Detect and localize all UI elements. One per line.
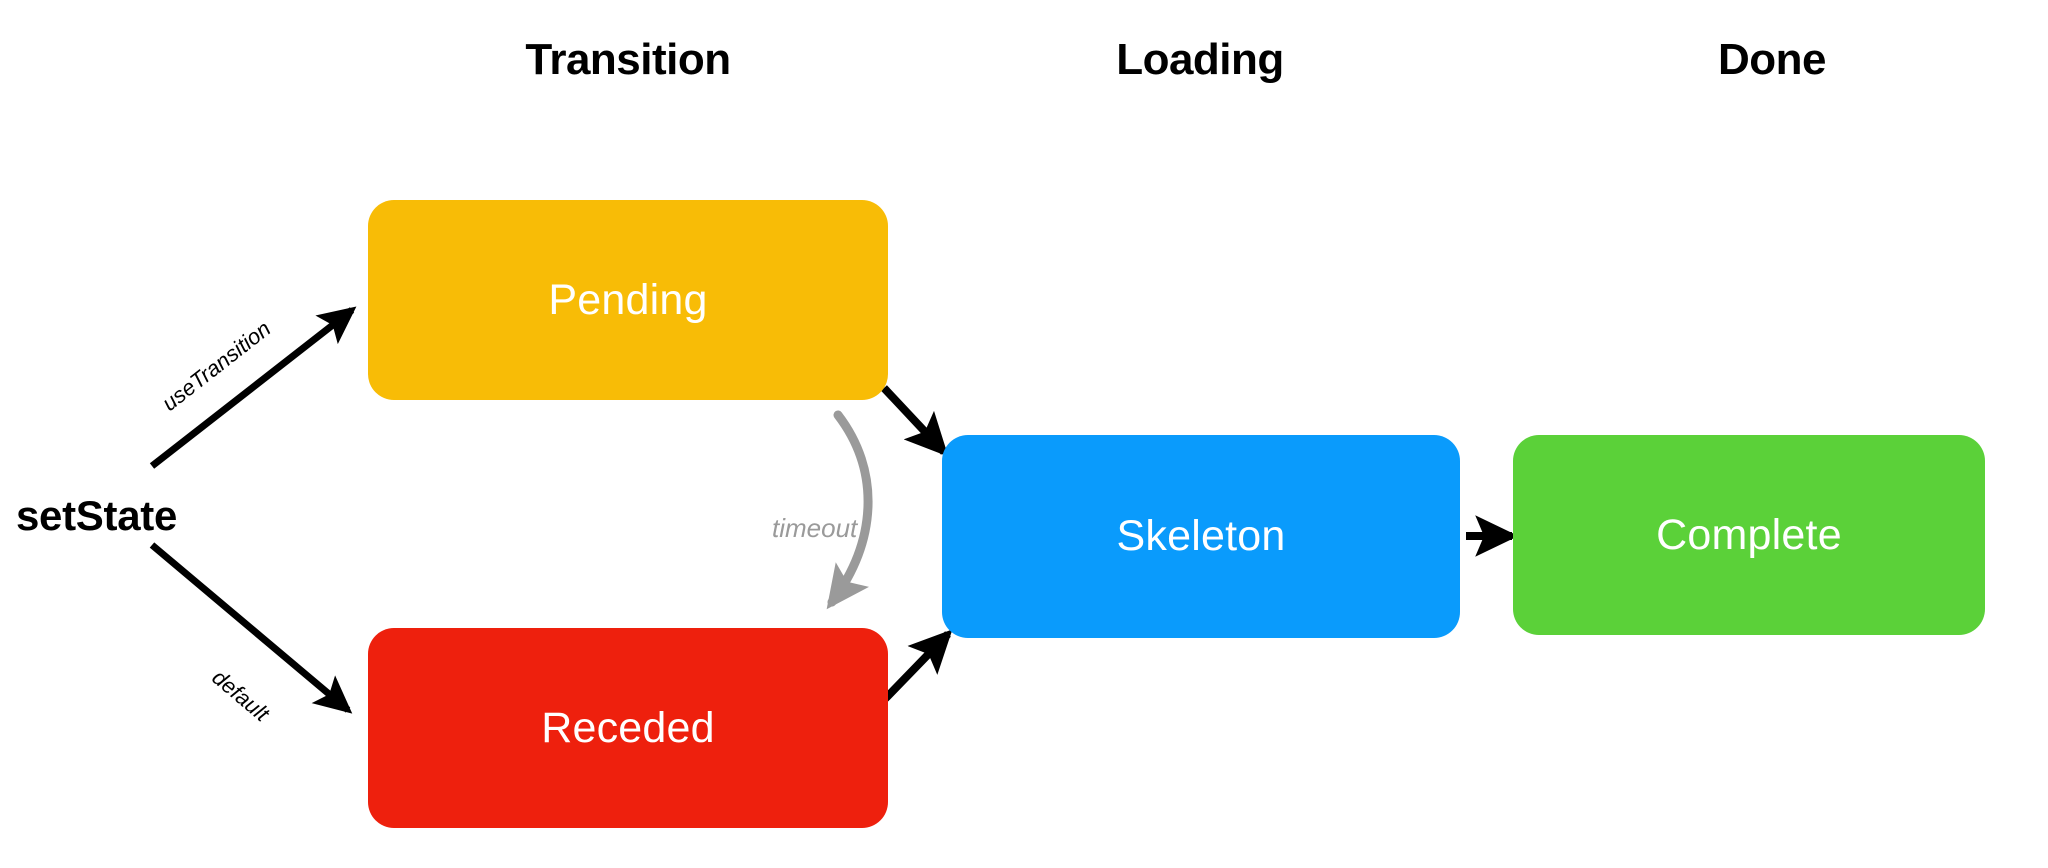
edge-label-timeout: timeout xyxy=(772,513,858,543)
column-header-transition: Transition xyxy=(525,35,731,84)
source-node-setstate: setState xyxy=(16,492,178,539)
state-node-pending[interactable]: Pending xyxy=(368,200,888,400)
edge-label-use-transition: useTransition xyxy=(157,315,276,416)
arrow-receded-to-skeleton xyxy=(881,629,953,703)
state-node-pending-label: Pending xyxy=(548,275,708,324)
state-node-complete-label: Complete xyxy=(1656,510,1842,559)
state-node-skeleton[interactable]: Skeleton xyxy=(942,435,1460,638)
state-node-complete[interactable]: Complete xyxy=(1513,435,1985,635)
state-node-skeleton-label: Skeleton xyxy=(1116,512,1286,560)
state-node-receded[interactable]: Receded xyxy=(368,628,888,828)
column-header-done: Done xyxy=(1718,35,1827,84)
arrow-pending-to-skeleton xyxy=(881,385,949,457)
arrow-setstate-to-receded xyxy=(149,542,353,714)
arrow-pending-to-receded-timeout xyxy=(826,410,873,610)
state-node-receded-label: Receded xyxy=(541,703,715,752)
column-header-loading: Loading xyxy=(1116,35,1284,84)
edge-label-default: default xyxy=(207,664,275,727)
